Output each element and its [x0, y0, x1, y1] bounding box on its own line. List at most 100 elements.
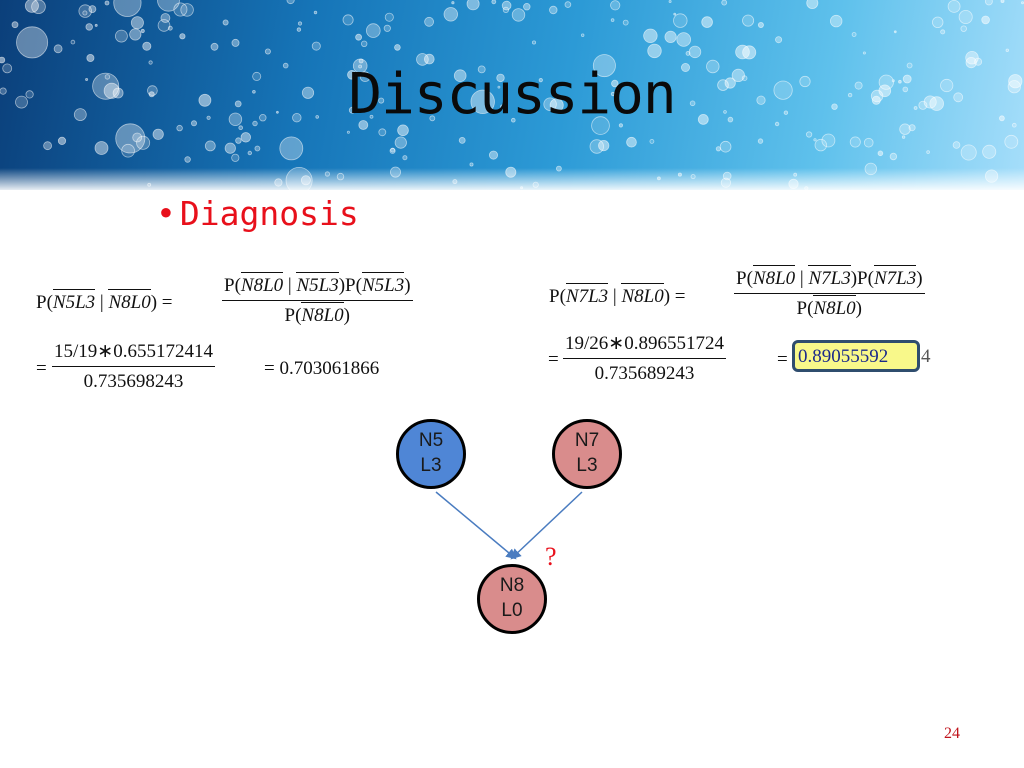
bubble — [611, 79, 619, 88]
bubble — [643, 28, 658, 44]
bubble — [719, 140, 732, 153]
bubble — [301, 86, 315, 99]
bubble — [252, 120, 258, 127]
right-denominator: P(N8L0) — [797, 294, 862, 320]
result-highlight-box — [792, 340, 920, 372]
bubble — [774, 121, 780, 127]
bubble — [210, 42, 219, 51]
bubble — [204, 140, 216, 152]
bubble — [549, 98, 564, 113]
bubble — [735, 44, 750, 60]
bubble — [940, 78, 954, 93]
bubble — [960, 144, 977, 161]
slide-title: Discussion — [348, 62, 676, 127]
bubble — [727, 116, 734, 123]
bubble — [488, 150, 498, 160]
bubble — [741, 75, 748, 81]
bubble — [429, 115, 436, 122]
bubble — [999, 115, 1005, 122]
bubble — [11, 21, 19, 29]
bubble — [252, 71, 262, 81]
left-result: = 0.703061866 — [264, 358, 380, 379]
bubble — [724, 77, 736, 89]
bubble — [70, 39, 76, 45]
bubble — [355, 33, 363, 41]
left-calc-equals: = — [36, 358, 47, 379]
bubble — [238, 125, 244, 130]
bubble — [365, 23, 381, 38]
bubble — [717, 79, 729, 91]
bubble — [129, 28, 142, 41]
bubble — [369, 114, 374, 119]
bubble — [16, 26, 49, 59]
bubble — [706, 59, 720, 74]
bubble — [247, 150, 252, 156]
bubble — [252, 90, 256, 94]
bubble — [347, 70, 357, 80]
bubble — [676, 32, 691, 47]
bubble — [491, 0, 497, 5]
bubble — [863, 137, 874, 148]
bubble — [564, 1, 572, 8]
bubble — [466, 0, 480, 11]
page-number: 24 — [944, 725, 960, 742]
bullet-dot: • — [156, 194, 176, 233]
bubble — [31, 0, 46, 14]
bubble — [821, 133, 836, 148]
bubble — [757, 21, 764, 28]
right-lhs-term-2: N8L0 — [621, 283, 664, 307]
bubble — [198, 93, 212, 107]
bubble — [342, 14, 354, 26]
left-numerator: P(N8L0 | N5L3)P(N5L3) — [222, 272, 413, 301]
node-n5-line1: N5 — [418, 430, 444, 452]
bubble — [458, 136, 466, 144]
bubble — [15, 95, 28, 109]
bubble — [775, 36, 783, 44]
bubble — [453, 69, 467, 82]
bubble — [1004, 134, 1019, 149]
bubble — [402, 155, 408, 161]
bubble — [82, 10, 88, 16]
bubble — [673, 12, 677, 16]
bubble — [286, 0, 295, 5]
banner-fade — [0, 168, 1024, 190]
bubble — [664, 30, 677, 44]
bubble — [877, 150, 884, 157]
bubble — [523, 2, 531, 11]
bubble — [899, 123, 911, 135]
left-calc-fraction: 15/19∗0.655172414 0.735698243 — [52, 341, 215, 393]
bubble — [697, 114, 709, 125]
bubble — [152, 128, 164, 140]
left-calc-numerator: 15/19∗0.655172414 — [52, 341, 215, 367]
bubble — [1007, 80, 1021, 94]
bubble — [610, 91, 616, 97]
bubble — [361, 40, 368, 47]
bubble — [315, 115, 320, 119]
bubble — [721, 0, 728, 6]
bubble — [965, 56, 977, 69]
node-n7-line1: N7 — [574, 430, 600, 452]
bubble — [157, 19, 171, 32]
bubble — [92, 72, 120, 100]
bubble — [136, 135, 151, 150]
bubble — [610, 0, 621, 11]
bubble — [923, 95, 937, 109]
bubble — [383, 24, 391, 32]
bubble — [898, 79, 902, 84]
bubble — [647, 43, 662, 59]
bubble — [981, 15, 990, 25]
bubble — [1008, 74, 1023, 89]
bubble — [918, 100, 928, 110]
bubble — [701, 16, 713, 28]
bubble — [958, 9, 973, 24]
left-lhs-term-1: N5L3 — [52, 289, 96, 313]
right-calc-numerator: 19/26∗0.896551724 — [563, 333, 726, 359]
question-mark: ? — [545, 542, 557, 571]
bubble — [235, 137, 242, 144]
bubble — [147, 85, 158, 96]
left-lhs: P(N5L3 | N8L0) = — [36, 289, 173, 313]
bubble — [799, 75, 811, 88]
bubble — [511, 8, 526, 22]
bubble — [549, 5, 558, 15]
bubble — [231, 38, 240, 47]
